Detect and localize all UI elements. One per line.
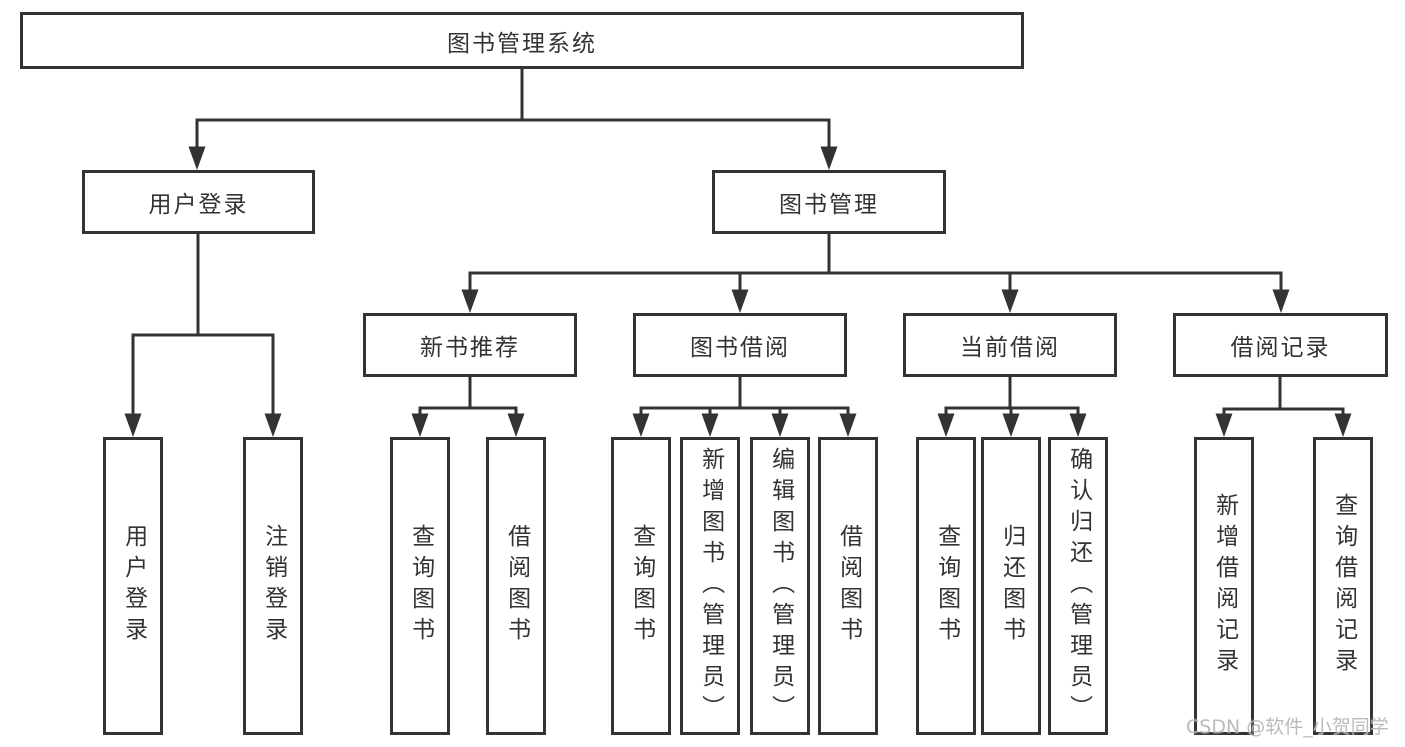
node-new-book-recommend-label: 新书推荐: [420, 335, 520, 361]
connector-user-login-branch: [124, 233, 282, 437]
leaf-add-borrow-record-label: 新增借阅记录: [1211, 493, 1238, 679]
node-user-login: 用户登录: [82, 170, 315, 234]
node-new-book-recommend: 新书推荐: [363, 313, 577, 377]
leaf-edit-books-admin: 编辑图书（管理员）: [750, 437, 810, 735]
connector-new-book-recommend-branch: [411, 376, 525, 437]
leaf-add-books-admin-label: 新增图书（管理员）: [697, 446, 724, 726]
node-book-borrowing: 图书借阅: [633, 313, 847, 377]
node-borrowing-records-label: 借阅记录: [1230, 335, 1331, 361]
node-borrowing-records: 借阅记录: [1173, 313, 1388, 377]
leaf-user-login-label: 用户登录: [120, 524, 147, 648]
leaf-query-books-current-label: 查询图书: [933, 524, 960, 648]
leaf-return-books-label: 归还图书: [998, 524, 1025, 648]
leaf-borrow-books-recommend: 借阅图书: [486, 437, 546, 735]
leaf-add-books-admin: 新增图书（管理员）: [680, 437, 740, 735]
node-book-management-label: 图书管理: [779, 192, 879, 218]
leaf-query-books-recommend-label: 查询图书: [407, 524, 434, 648]
leaf-user-login: 用户登录: [103, 437, 163, 735]
node-root-label: 图书管理系统: [447, 30, 597, 57]
connector-borrowing-records-branch: [1215, 376, 1352, 437]
leaf-confirm-return-admin-label: 确认归还（管理员）: [1065, 446, 1092, 726]
leaf-query-borrow-record-label: 查询借阅记录: [1330, 493, 1357, 679]
leaf-borrow-books-borrowing: 借阅图书: [818, 437, 878, 735]
watermark: CSDN @软件_小贺同学: [1186, 716, 1389, 738]
leaf-borrow-books-borrowing-label: 借阅图书: [835, 524, 862, 648]
connector-root-to-level2: [188, 68, 838, 170]
leaf-query-books-recommend: 查询图书: [390, 437, 450, 735]
node-current-borrowing: 当前借阅: [903, 313, 1117, 377]
node-user-login-label: 用户登录: [148, 192, 249, 218]
leaf-add-borrow-record: 新增借阅记录: [1194, 437, 1254, 735]
leaf-logout: 注销登录: [243, 437, 303, 735]
leaf-query-borrow-record: 查询借阅记录: [1313, 437, 1373, 735]
connector-book-management-branch: [461, 233, 1290, 313]
node-book-borrowing-label: 图书借阅: [690, 335, 790, 361]
leaf-confirm-return-admin: 确认归还（管理员）: [1048, 437, 1108, 735]
leaf-return-books: 归还图书: [981, 437, 1041, 735]
leaf-query-books-borrowing-label: 查询图书: [628, 524, 655, 648]
connector-current-borrowing-branch: [937, 376, 1087, 437]
leaf-query-books-current: 查询图书: [916, 437, 976, 735]
connector-book-borrowing-branch: [632, 376, 857, 437]
node-book-management: 图书管理: [712, 170, 946, 234]
node-current-borrowing-label: 当前借阅: [960, 335, 1060, 361]
node-root: 图书管理系统: [20, 12, 1024, 69]
leaf-edit-books-admin-label: 编辑图书（管理员）: [767, 446, 794, 726]
leaf-borrow-books-recommend-label: 借阅图书: [503, 524, 530, 648]
leaf-logout-label: 注销登录: [260, 524, 287, 648]
leaf-query-books-borrowing: 查询图书: [611, 437, 671, 735]
